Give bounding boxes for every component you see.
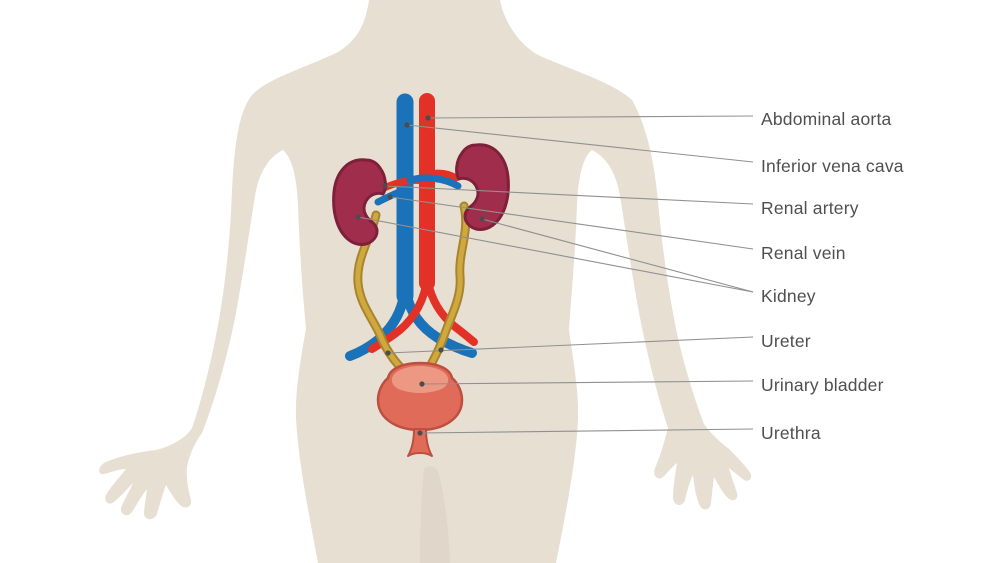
dot-urinary-bladder <box>419 381 425 387</box>
dot-ureter-left <box>385 350 391 356</box>
inner-thigh-shadow <box>420 465 450 563</box>
dot-renal-artery <box>382 183 388 189</box>
label-abdominal-aorta: Abdominal aorta <box>761 109 892 129</box>
iliac-artery-right <box>424 278 478 346</box>
renal-artery-right <box>426 169 460 182</box>
dot-renal-vein <box>387 194 393 200</box>
label-ureter: Ureter <box>761 331 811 351</box>
label-kidney: Kidney <box>761 286 816 306</box>
renal-vein-right <box>406 174 462 190</box>
dot-inferior-vena-cava <box>404 122 410 128</box>
leader-lines <box>357 115 754 434</box>
ureter-right <box>425 203 469 373</box>
kidney-left <box>332 158 387 246</box>
leader-kidney-right <box>481 218 754 293</box>
dot-kidney-left <box>355 214 361 220</box>
dot-kidney-right <box>479 216 485 222</box>
leader-dots <box>355 115 485 436</box>
leader-ureter <box>387 336 754 354</box>
label-urethra: Urethra <box>761 423 821 443</box>
leader-urethra <box>419 428 754 434</box>
leader-kidney-left <box>357 216 754 293</box>
urethra <box>407 428 433 457</box>
label-renal-artery: Renal artery <box>761 198 859 218</box>
leader-renal-artery <box>384 185 754 205</box>
dot-ureter-right <box>438 347 444 353</box>
leader-urinary-bladder <box>421 380 754 385</box>
label-urinary-bladder: Urinary bladder <box>761 375 884 395</box>
label-renal-vein: Renal vein <box>761 243 846 263</box>
ureter-left <box>355 212 407 374</box>
label-inferior-vena-cava: Inferior vena cava <box>761 156 904 176</box>
dot-urethra <box>417 430 423 436</box>
dot-abdominal-aorta <box>425 115 431 121</box>
bladder-highlight <box>391 366 449 393</box>
leader-inferior-vena-cava <box>406 124 754 163</box>
ureter-group <box>355 203 469 374</box>
leader-renal-vein <box>389 196 754 250</box>
leader-abdominal-aorta <box>427 115 754 119</box>
